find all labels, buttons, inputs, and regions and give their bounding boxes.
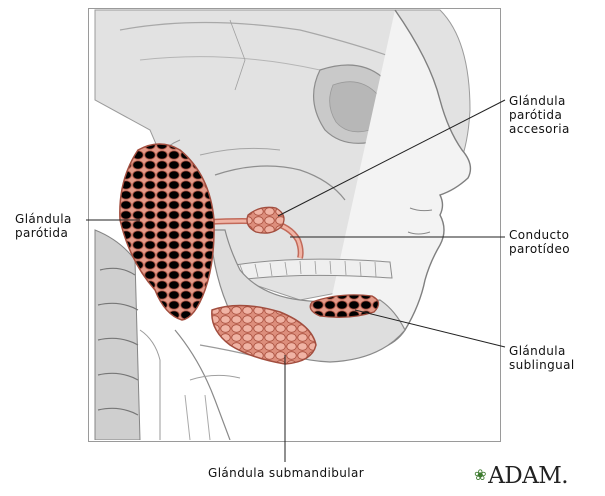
label-parotid-duct: Conducto parotídeo: [509, 228, 570, 256]
adam-logo: ❀ADAM.: [474, 463, 568, 489]
label-sublingual: Glándula sublingual: [509, 344, 575, 372]
label-parotid: Glándula parótida: [15, 212, 72, 240]
label-accessory-parotid: Glándula parótida accesoria: [509, 94, 570, 136]
label-submandibular: Glándula submandibular: [208, 466, 364, 480]
leaf-icon: ❀: [474, 466, 486, 484]
sublingual-gland: [310, 295, 378, 317]
accessory-parotid-gland: [247, 207, 284, 233]
